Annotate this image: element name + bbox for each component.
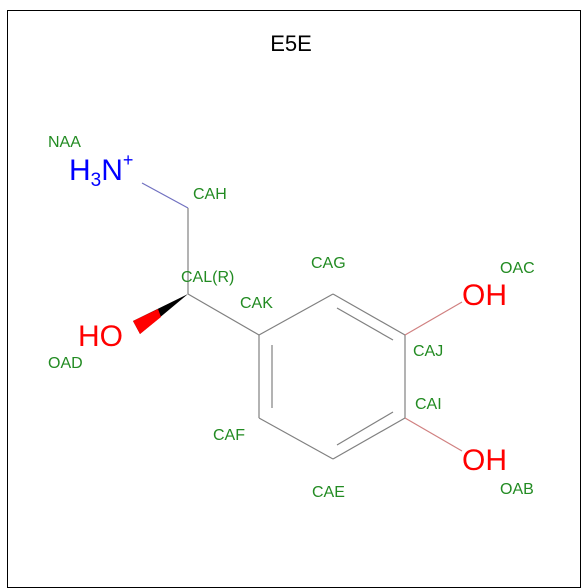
bond-cak-cag (258, 293, 334, 336)
bond-cag-caj (332, 293, 406, 336)
label-oab: OAB (500, 481, 534, 498)
bonds (133, 182, 463, 460)
nitrogen-atom: H3N+ (69, 150, 133, 191)
bond-cai-cae-inner (336, 411, 394, 446)
hydroxyl-oac: OH (462, 279, 507, 312)
label-oad: OAD (48, 355, 83, 372)
bond-cai-cae (332, 417, 406, 460)
bond-cag-caj-inner (336, 307, 394, 341)
atom-labels: NAA CAH CAL(R) CAK CAG OAC OAD CAJ CAI C… (48, 134, 535, 501)
label-cae: CAE (312, 484, 345, 501)
nitrogen-charge: + (123, 150, 134, 170)
molecule-title: E5E (270, 31, 312, 56)
wedge-bond-cal-oad-oxygen (133, 309, 161, 334)
bond-cae-caf (258, 417, 334, 460)
hydroxyl-oad: HO (78, 320, 123, 353)
bond-naa-cah (141, 182, 189, 209)
nitrogen-h: H (69, 154, 91, 187)
label-cak: CAK (240, 295, 273, 312)
bond-cai-oab (404, 417, 463, 452)
bond-caj-oac (404, 301, 463, 336)
label-cai: CAI (415, 396, 442, 413)
label-cal: CAL(R) (181, 269, 234, 286)
molecule-frame (7, 10, 581, 588)
hydroxyl-oab: OH (462, 444, 507, 477)
label-cah: CAH (193, 186, 227, 203)
nitrogen-h-count: 3 (91, 170, 102, 191)
label-caf: CAF (213, 427, 245, 444)
label-oac: OAC (500, 260, 535, 277)
label-cag: CAG (311, 255, 346, 272)
label-naa: NAA (48, 134, 81, 151)
label-caj: CAJ (413, 343, 443, 360)
nitrogen-symbol: N (101, 154, 123, 187)
bond-cal-cak (187, 293, 260, 336)
